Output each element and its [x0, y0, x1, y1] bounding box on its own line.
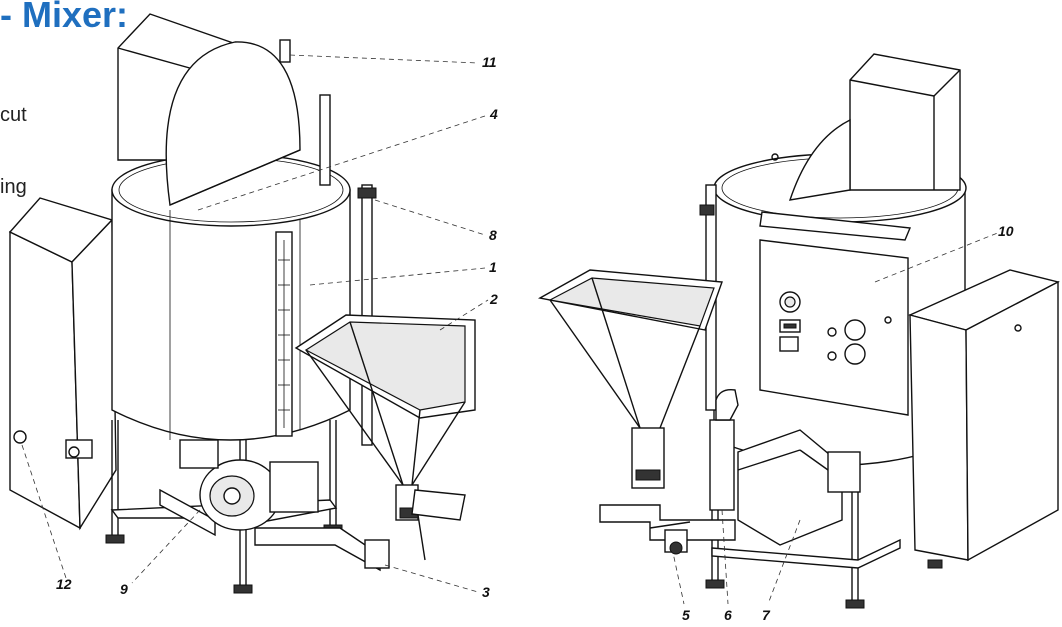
leader-line-10 — [874, 231, 1001, 283]
callout-6: 6 — [724, 607, 732, 623]
callout-11: 11 — [482, 54, 497, 70]
callout-5: 5 — [682, 607, 690, 623]
tank-lid — [165, 39, 301, 207]
hopper-right — [537, 269, 723, 489]
level-gauge — [275, 231, 293, 437]
body-text-fragment: cut — [0, 104, 27, 126]
callout-9: 9 — [120, 581, 128, 597]
callout-3: 3 — [482, 584, 490, 600]
control-panel — [759, 211, 912, 416]
leader-line-8 — [374, 199, 486, 236]
leader-line-1 — [309, 267, 486, 286]
leader-line-9 — [131, 509, 201, 584]
mixer-front-view — [8, 13, 489, 594]
piping-left — [159, 439, 466, 572]
callout-1: 1 — [489, 259, 497, 275]
leader-line-5 — [671, 547, 685, 605]
leader-line-3 — [384, 564, 479, 593]
mixing-tank — [111, 153, 351, 441]
control-cabinet-right — [907, 269, 1060, 562]
leader-line-4 — [197, 114, 489, 211]
leader-line-6 — [721, 509, 729, 605]
leader-line-7 — [767, 519, 801, 605]
section-heading: - Mixer: — [0, 0, 129, 35]
callout-4: 4 — [489, 106, 498, 122]
leader-line-11 — [289, 54, 479, 64]
control-cabinet-left — [8, 197, 117, 531]
leader-line-2 — [439, 299, 489, 331]
callout-12: 12 — [56, 576, 72, 592]
motor-housing-right — [788, 53, 961, 201]
callout-8: 8 — [489, 227, 497, 243]
callout-7: 7 — [762, 607, 771, 623]
mixer-rear-view — [537, 53, 1060, 609]
hopper-left — [294, 314, 476, 561]
piping-right — [599, 389, 861, 555]
callout-2: 2 — [489, 291, 498, 307]
callout-10: 10 — [998, 223, 1014, 239]
body-text-fragment: ing — [0, 176, 27, 198]
